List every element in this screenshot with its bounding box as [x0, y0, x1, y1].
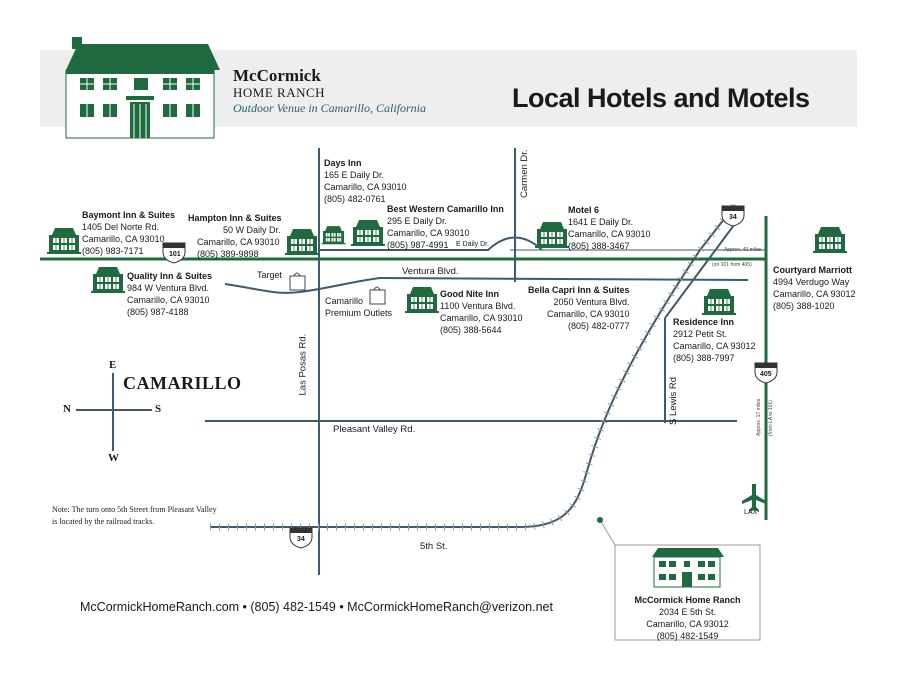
las-posas-label: Las Posas Rd. — [297, 333, 309, 396]
baymont-building-icon — [46, 227, 82, 255]
ventura-blvd-label: Ventura Blvd. — [402, 266, 459, 277]
city-label: CAMARILLO — [123, 373, 242, 393]
airplane-icon — [742, 484, 766, 512]
carmen-label: Carmen Dr. — [519, 149, 530, 198]
fifth-st-label: 5th St. — [420, 541, 448, 552]
days-inn-building-icon — [321, 225, 346, 245]
railroad-5th-street — [210, 202, 738, 531]
brand-subtitle: HOME RANCH — [233, 85, 326, 100]
outlets-label-line2: Premium Outlets — [325, 308, 393, 318]
goodnite-building-icon — [404, 286, 440, 314]
hwy-405-number: 405 — [760, 371, 772, 378]
quality-building-icon — [90, 266, 126, 294]
outlets-shopping-bag-icon — [369, 286, 386, 305]
from-la-note: (from LA to 101) — [768, 400, 774, 436]
motel6-building-icon — [534, 221, 570, 249]
compass-bottom: W — [108, 452, 119, 464]
s-lewis-label: S Lewis Rd — [668, 376, 679, 425]
hwy-34-south-number: 34 — [297, 536, 305, 543]
e-daily-drive — [319, 236, 543, 251]
outlets-label-line1: Camarillo — [325, 296, 364, 306]
compass-top: E — [109, 359, 117, 371]
pleasant-valley-label: Pleasant Valley Rd. — [333, 424, 416, 435]
venue-marker — [597, 517, 603, 523]
page-title: Local Hotels and Motels — [512, 83, 810, 113]
highway-34-north — [664, 224, 735, 319]
compass-rose — [76, 373, 152, 451]
e-daily-label: E Daily Dr. — [456, 241, 490, 248]
target-shopping-bag-icon — [289, 272, 306, 291]
footer-contact: McCormickHomeRanch.com • (805) 482-1549 … — [80, 600, 553, 614]
target-label: Target — [257, 270, 283, 280]
approx-17-note: Approx. 17 miles — [756, 398, 762, 436]
hwy-34-number: 34 — [729, 214, 737, 221]
brand-name: McCormick — [233, 66, 321, 85]
brand-tagline: Outdoor Venue in Camarillo, California — [233, 101, 427, 115]
compass-right: S — [155, 403, 162, 415]
hwy-101-number: 101 — [169, 251, 181, 258]
on-101-note: (on 101 from 405) — [712, 262, 752, 268]
compass-left: N — [63, 403, 71, 415]
lax-label: LAX — [744, 509, 758, 516]
bestwestern-building-icon — [350, 219, 386, 247]
hampton-building-icon — [284, 228, 320, 256]
ranch-logo-icon — [65, 37, 220, 139]
ventura-boulevard — [224, 276, 749, 294]
courtyard-building-icon — [812, 226, 848, 254]
residence-building-icon — [701, 288, 737, 316]
venue-house-icon — [652, 548, 724, 588]
approx-40-note: Approx. 40 miles — [724, 247, 762, 253]
note-text: Note: The turn onto 5th Street from Plea… — [52, 505, 217, 526]
